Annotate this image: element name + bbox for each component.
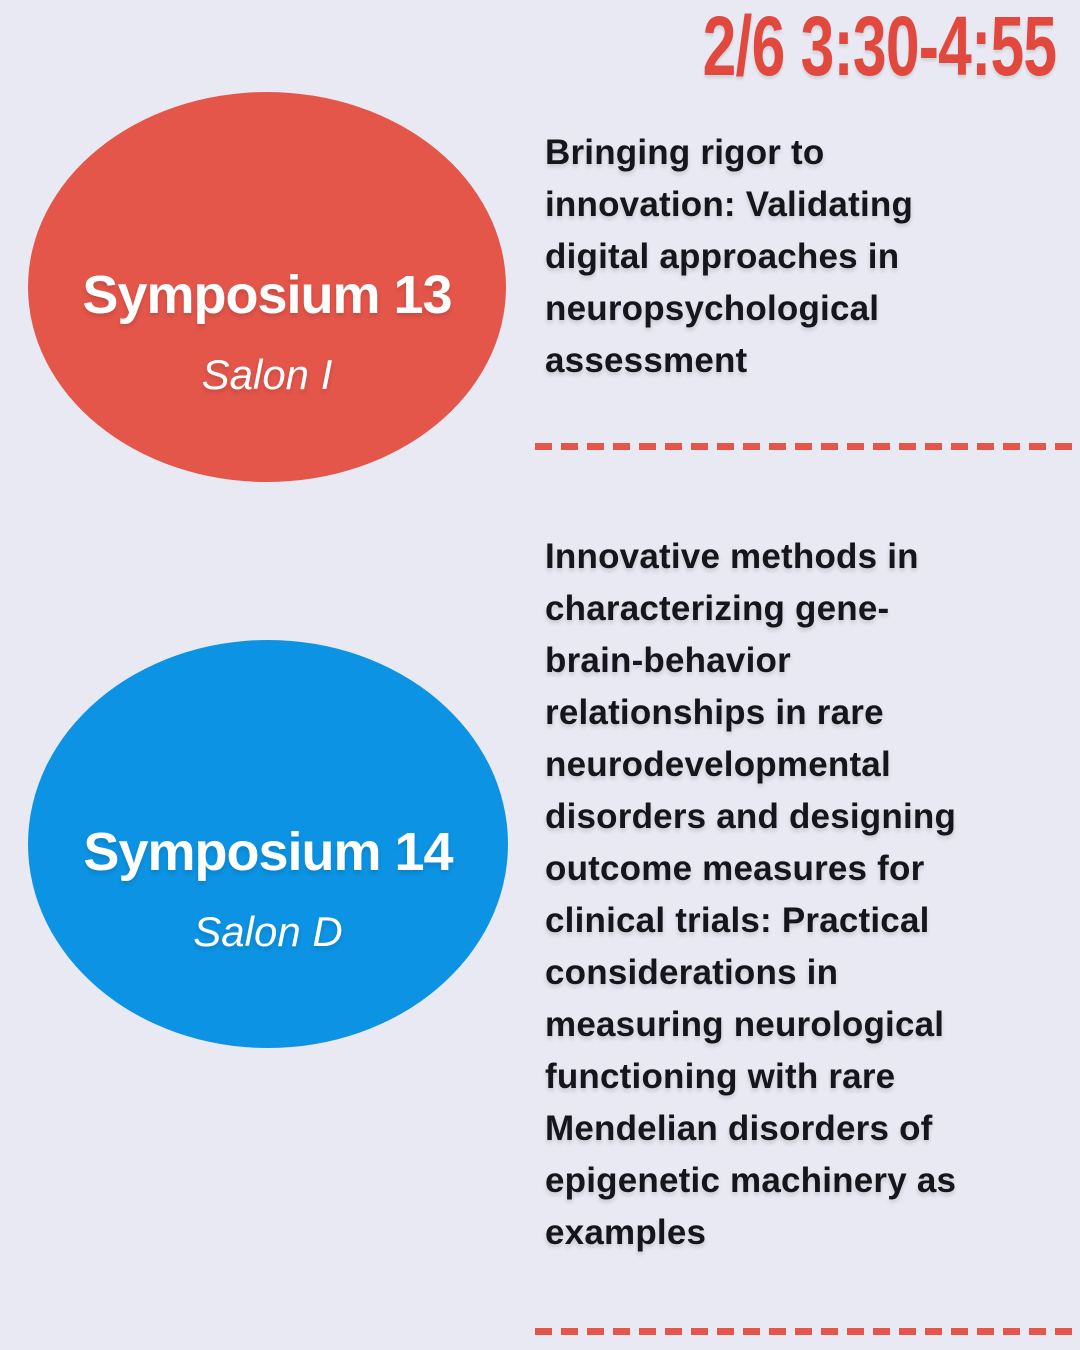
symposium-13-description: Bringing rigor to innovation: Validating…: [545, 133, 914, 380]
symposium-13-room: Salon I: [201, 350, 333, 398]
dashed-divider: [535, 443, 1080, 450]
session-datetime: 2/6 3:30-4:55: [702, 0, 1056, 93]
symposium-14-badge: Symposium 14 Salon D: [28, 640, 508, 1048]
symposium-14-room: Salon D: [193, 907, 343, 955]
dashed-divider: [535, 1328, 1080, 1335]
symposium-13-title: Symposium 13: [82, 265, 452, 326]
symposium-13-badge: Symposium 13 Salon I: [28, 92, 506, 482]
symposium-14-description: Innovative methods in characterizing gen…: [545, 537, 957, 1252]
symposium-14-title: Symposium 14: [83, 822, 453, 883]
